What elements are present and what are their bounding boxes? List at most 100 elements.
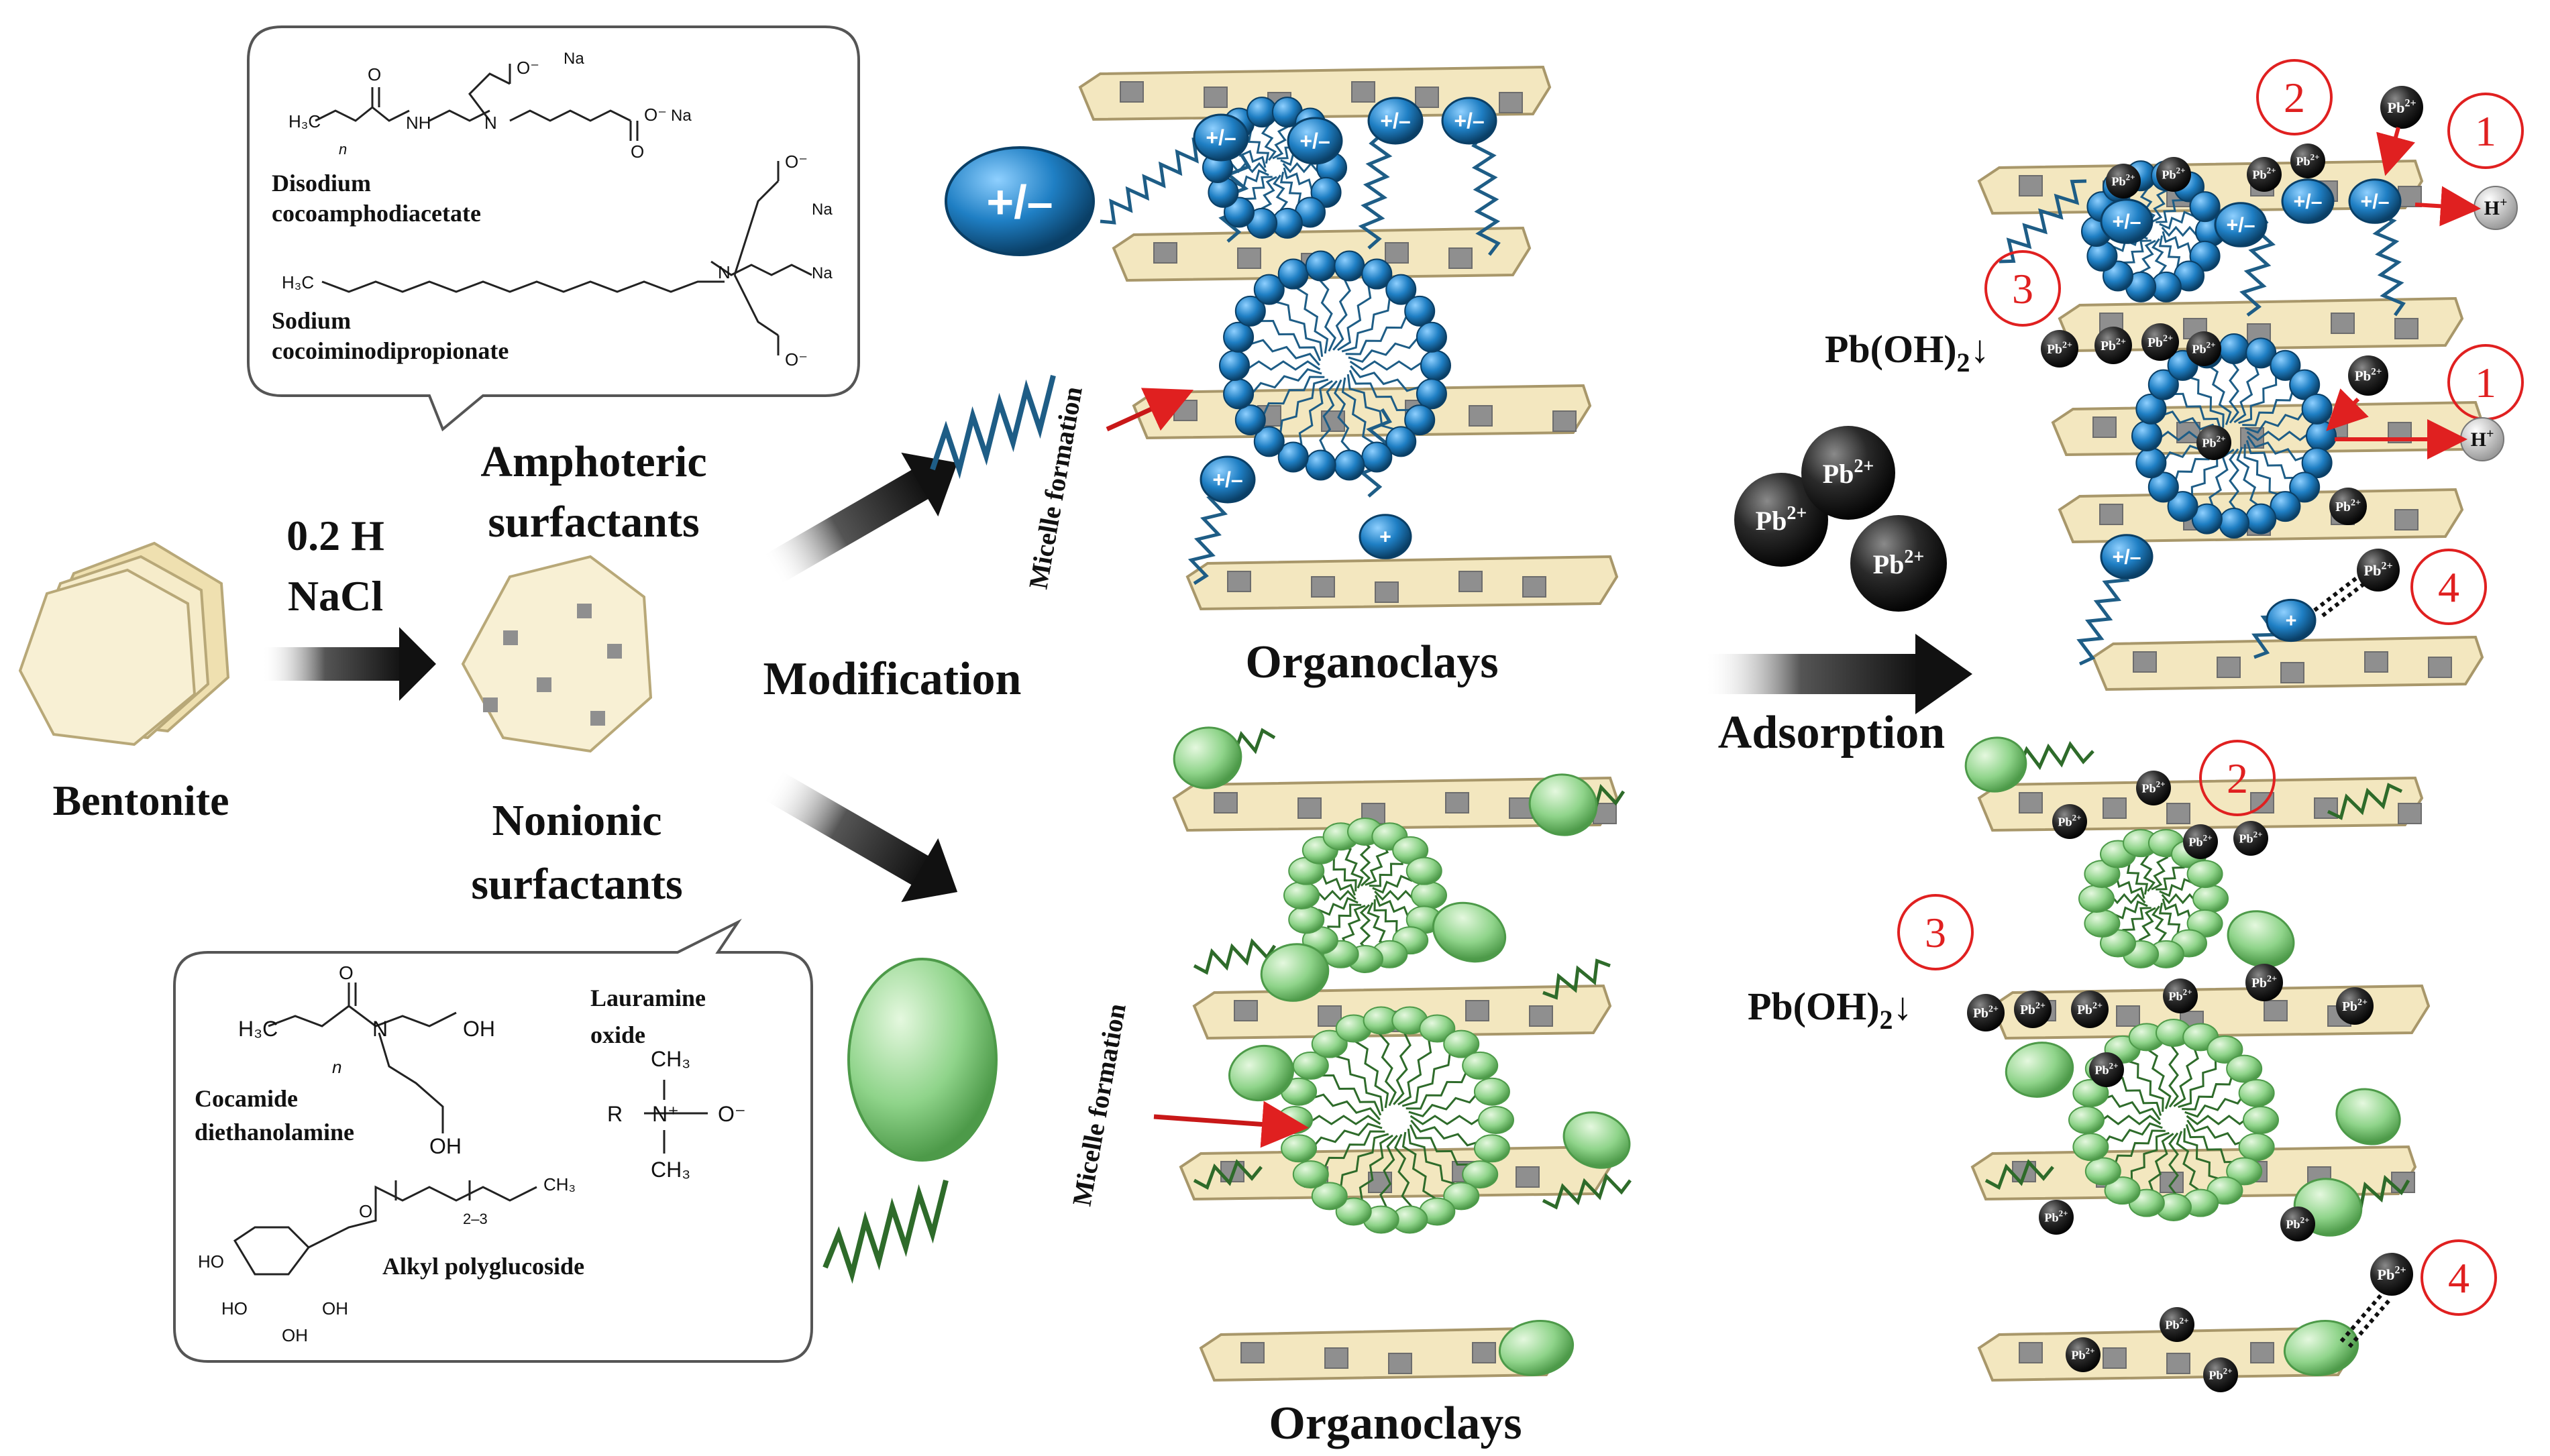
pb-ion [2329, 488, 2367, 525]
pb-res-bot-12: Pb2+ [2039, 1200, 2074, 1235]
pb-res-13: Pb2+ [2357, 549, 2400, 592]
modification-arrow-up [763, 452, 958, 585]
micelle-head [1361, 258, 1393, 290]
oh-label-3: OH [282, 1325, 308, 1345]
amphoteric-head [2214, 202, 2268, 247]
nonionic-name3: Alkyl polyglucoside [382, 1253, 584, 1280]
micelle-head [1335, 1197, 1372, 1226]
pb-res-bot-1: Pb2+ [2136, 771, 2171, 805]
pb-ion-label: Pb2+ [2335, 498, 2361, 514]
nacl-arrow [262, 627, 436, 701]
h3c-label-1: H₃C [288, 111, 321, 131]
clay-cube [1375, 581, 1399, 603]
clay-cube [1465, 1000, 1489, 1021]
micelle-head [2270, 349, 2301, 381]
nonionic-name1-line1: Cocamide [195, 1085, 298, 1112]
red-arrow-2 [2414, 186, 2481, 227]
pb-res-bot-7: Pb2+ [2071, 991, 2109, 1028]
nonionic-name2-line1: Lauramine [590, 985, 706, 1011]
pb-ion [2141, 323, 2179, 361]
o-minus-label-1: O⁻ [517, 58, 539, 78]
o-minus-label-2: O⁻ [644, 105, 667, 125]
pb-res-bot-9: Pb2+ [2245, 964, 2283, 1001]
micelle-head [2301, 447, 2333, 479]
micelle-head [1473, 1077, 1510, 1106]
pb-res-bot-2: Pb2+ [2052, 804, 2087, 839]
pb-ion-label: Pb2+ [2058, 813, 2081, 829]
micelle-head [2135, 447, 2167, 479]
h-ion-label: H+ [2484, 195, 2508, 219]
green-head-6 [1228, 1044, 1295, 1102]
nacl-label-line2: NaCl [288, 572, 383, 620]
head-charge-label: +/– [2293, 190, 2322, 213]
pb-ion-label: Pb2+ [2165, 1316, 2188, 1332]
dotted-bond-bottom [2347, 1298, 2392, 1348]
mechanism-3-bottom: 3 [1897, 894, 1974, 970]
clay-cube [2019, 1342, 2043, 1363]
micelle-head [1462, 1160, 1499, 1189]
pb-ion [2247, 157, 2282, 192]
pb-res-bot-5: Pb2+ [1967, 994, 2005, 1031]
head-res-2: +/– [2214, 202, 2268, 247]
micelle-res-top-2 [2131, 333, 2337, 539]
pb-ion-label: Pb2+ [2071, 1346, 2094, 1362]
range-label: 2–3 [463, 1211, 488, 1227]
micelle-head [1411, 881, 1447, 909]
clay-cube [2428, 657, 2452, 678]
nonionic-label-line1: Nonionic [492, 796, 661, 845]
micelle-head [2245, 503, 2277, 535]
nacl-label-line1: 0.2 H [286, 512, 384, 559]
tail-top-c [1358, 133, 1393, 249]
clay-cube [1415, 87, 1439, 108]
ch3-label-3: CH₃ [543, 1174, 576, 1194]
mechanism-circle [2447, 93, 2524, 169]
micelle-head [1462, 1051, 1499, 1080]
micelle-head [2289, 369, 2321, 400]
amphoteric-label-line1: Amphoteric [480, 437, 706, 486]
micelle-head [2084, 909, 2121, 938]
micelle-head [2191, 503, 2223, 535]
mechanism-circle [2421, 1239, 2497, 1316]
pb-res-bot-3: Pb2+ [2183, 824, 2218, 859]
green-res-head-6 [2283, 1319, 2359, 1377]
free-nonionic-surfactant [822, 958, 998, 1284]
amphoteric-head [2348, 178, 2402, 224]
clay-cube [2166, 803, 2190, 824]
pb-ion-label: Pb2+ [2252, 166, 2276, 182]
clay-layer-res-top-5 [2091, 635, 2484, 691]
pb-res-bot-17: Pb2+ [2203, 1357, 2238, 1392]
micelles-group [1202, 97, 2337, 1234]
mechanism-2-top: 2 [2256, 59, 2333, 135]
pb-ion-free-2: Pb2+ [1801, 426, 1895, 520]
pb-res-4: Pb2+ [2290, 144, 2325, 178]
clay-sheet [2051, 400, 2484, 457]
tail-res-bot-c [1984, 1159, 2054, 1190]
pb-ion [2233, 821, 2268, 856]
micelle-tail [1377, 1019, 1397, 1107]
nonionic-label-line2: surfactants [471, 860, 682, 909]
micelle-head [1288, 905, 1325, 934]
o-minus-label-3: O⁻ [785, 152, 808, 172]
mechanism-number: 3 [1925, 909, 1946, 956]
na-label-1: Na [564, 50, 584, 68]
pb-ion-free-3: Pb2+ [1850, 515, 1947, 612]
head-charge-label: +/– [2112, 211, 2141, 233]
pb-res-bot-11: Pb2+ [2089, 1052, 2124, 1087]
mechanism-4-bottom: 4 [2421, 1239, 2497, 1316]
mechanism-3-top: 3 [1984, 250, 2061, 327]
micelle-head [1420, 350, 1451, 381]
head-res-3: +/– [2281, 178, 2335, 224]
amphoteric-name1-line1: Disodium [272, 170, 371, 197]
tail-res-bot-b [2327, 783, 2403, 820]
nonionic-name2-line2: oxide [590, 1021, 645, 1048]
head-charge-label: +/– [1454, 109, 1484, 133]
head-res-1: +/– [2100, 199, 2154, 244]
tail-bot-c [1193, 938, 1277, 975]
dotted-bond-top [2313, 575, 2359, 612]
h-ions-group: H+H+ [2313, 127, 2518, 1348]
micelle-head [2238, 1078, 2275, 1107]
micelle-head [1283, 881, 1320, 909]
micelle-head [1416, 378, 1447, 410]
micelle-head [1443, 1182, 1480, 1211]
micelle-head [1311, 1029, 1348, 1058]
